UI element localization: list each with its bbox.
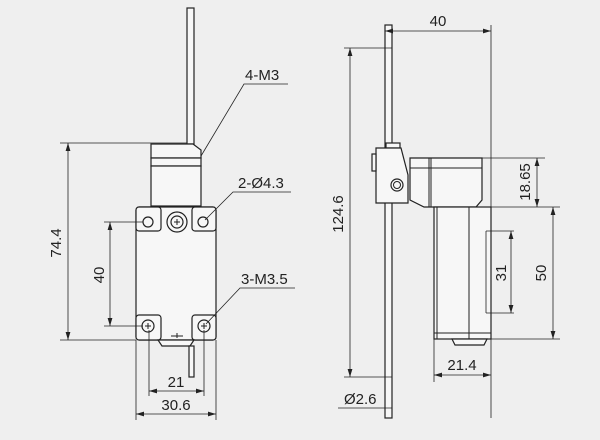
side-rod <box>384 24 393 419</box>
lever-arm <box>150 143 202 159</box>
bottom-rod <box>188 345 195 378</box>
head-body <box>150 165 202 207</box>
hex-screw-icon <box>390 178 404 192</box>
clamp-tab <box>371 153 377 172</box>
head-cap <box>150 157 202 167</box>
dim-screw-spacing: 21 <box>168 374 185 391</box>
dim-width: 30.6 <box>161 397 190 414</box>
dim-body-height: 50 <box>533 265 550 282</box>
dim-depth: 40 <box>430 13 447 30</box>
dim-head-height: 18.65 <box>517 163 534 201</box>
label-2-hole: 2-Ø4.3 <box>238 175 284 192</box>
dim-body-width: 21.4 <box>447 357 476 374</box>
side-bottom-tab <box>451 338 488 346</box>
dim-rod-diameter: Ø2.6 <box>344 391 377 408</box>
front-view: 74.4 40 21 30.6 4-M3 2-Ø4.3 3-M3.5 <box>48 7 295 420</box>
lever-clamp <box>375 147 409 204</box>
lever-rod <box>186 7 195 145</box>
dim-total-height: 124.6 <box>330 195 347 233</box>
rod-clamp-top <box>385 142 401 149</box>
mount-hole <box>142 216 154 228</box>
side-view: 40 124.6 Ø2.6 18.65 50 31 21.4 <box>330 13 560 419</box>
dim-height: 74.4 <box>48 228 65 257</box>
side-head <box>409 157 483 208</box>
label-4-m3: 4-M3 <box>245 67 279 84</box>
dim-hole-spacing: 40 <box>91 267 108 284</box>
label-3-m35: 3-M3.5 <box>241 271 288 288</box>
side-body <box>433 206 492 340</box>
bottom-tab <box>156 339 196 347</box>
dim-slot-height: 31 <box>493 265 510 282</box>
